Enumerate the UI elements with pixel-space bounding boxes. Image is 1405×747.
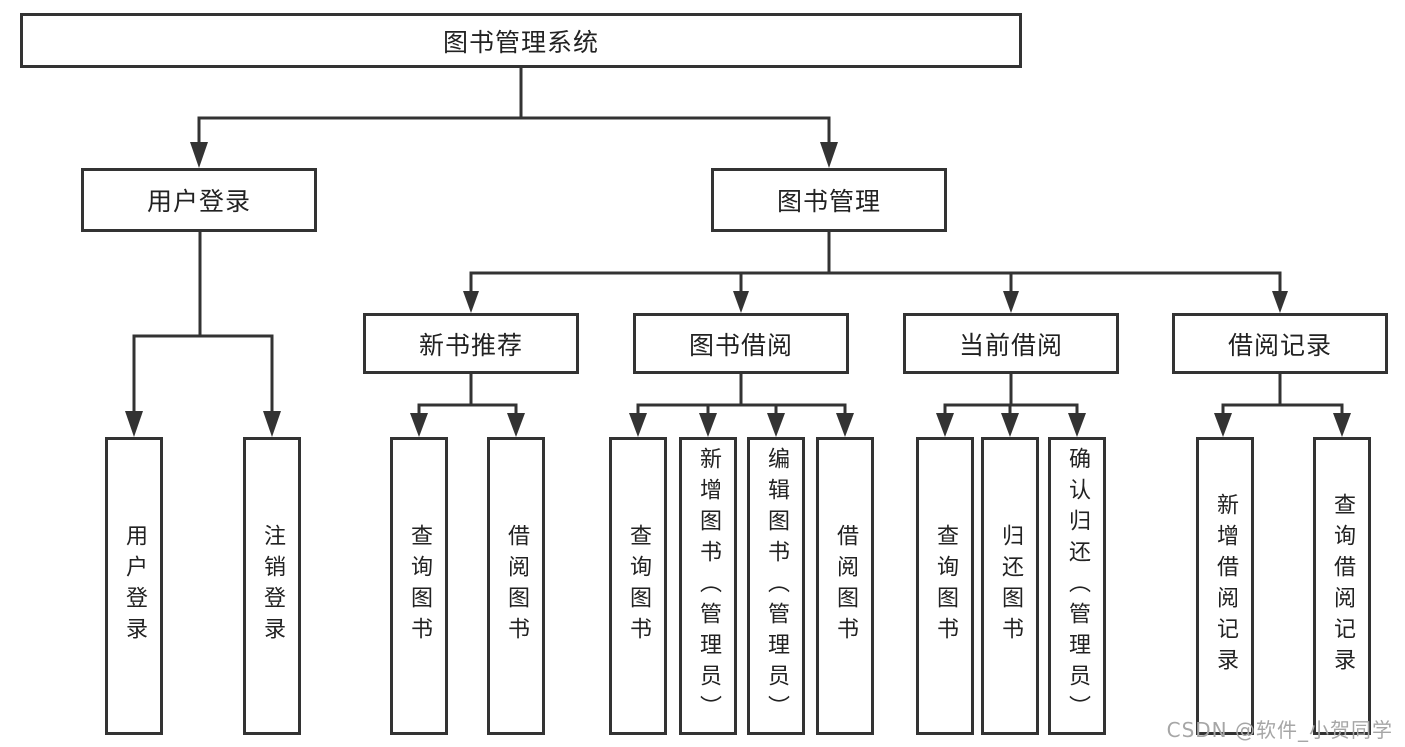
node-label: 借阅记录	[1227, 330, 1332, 360]
connector-paths	[132, 68, 1344, 416]
leaf-logout: 注销登录	[243, 437, 301, 735]
leaf-newbook-query-books: 查询图书	[390, 437, 448, 735]
leaf-user-login: 用户登录	[105, 437, 163, 735]
node-book-management: 图书管理	[711, 168, 947, 232]
node-label: 编辑图书（管理员）	[764, 446, 789, 726]
node-label: 当前借阅	[958, 330, 1063, 360]
node-label: 新增借阅记录	[1213, 493, 1238, 679]
leaf-borrow-add-books-admin: 新增图书（管理员）	[679, 437, 737, 735]
node-label: 图书管理	[776, 187, 881, 216]
leaf-borrow-edit-books-admin: 编辑图书（管理员）	[747, 437, 805, 735]
node-label: 图书借阅	[688, 330, 793, 360]
node-user-login: 用户登录	[81, 168, 317, 232]
leaf-current-confirm-return-admin: 确认归还（管理员）	[1048, 437, 1106, 735]
node-label: 确认归还（管理员）	[1065, 446, 1090, 726]
leaf-borrow-query-books: 查询图书	[609, 437, 667, 735]
watermark: CSDN @软件_小贺同学	[1166, 718, 1393, 742]
node-label: 注销登录	[260, 524, 285, 648]
node-label: 新书推荐	[418, 330, 523, 360]
node-borrow-record: 借阅记录	[1172, 313, 1388, 374]
node-new-book-recommend: 新书推荐	[363, 313, 579, 374]
node-library-system: 图书管理系统	[20, 13, 1022, 68]
leaf-record-query-borrow-record: 查询借阅记录	[1313, 437, 1371, 735]
node-label: 查询借阅记录	[1330, 493, 1355, 679]
node-label: 查询图书	[407, 524, 432, 648]
leaf-current-query-books: 查询图书	[916, 437, 974, 735]
node-book-borrow: 图书借阅	[633, 313, 849, 374]
node-label: 用户登录	[122, 524, 147, 648]
node-label: 借阅图书	[833, 524, 858, 648]
node-label: 借阅图书	[504, 524, 529, 648]
leaf-record-add-borrow-record: 新增借阅记录	[1196, 437, 1254, 735]
node-label: 归还图书	[998, 524, 1023, 648]
node-current-borrow: 当前借阅	[903, 313, 1119, 374]
node-label: 图书管理系统	[442, 27, 599, 57]
node-label: 查询图书	[626, 524, 651, 648]
node-label: 新增图书（管理员）	[696, 446, 721, 726]
node-label: 用户登录	[146, 187, 251, 216]
leaf-borrow-borrow-books: 借阅图书	[816, 437, 874, 735]
arrowhead-icons	[125, 142, 1351, 437]
leaf-current-return-books: 归还图书	[981, 437, 1039, 735]
node-label: 查询图书	[933, 524, 958, 648]
leaf-newbook-borrow-books: 借阅图书	[487, 437, 545, 735]
